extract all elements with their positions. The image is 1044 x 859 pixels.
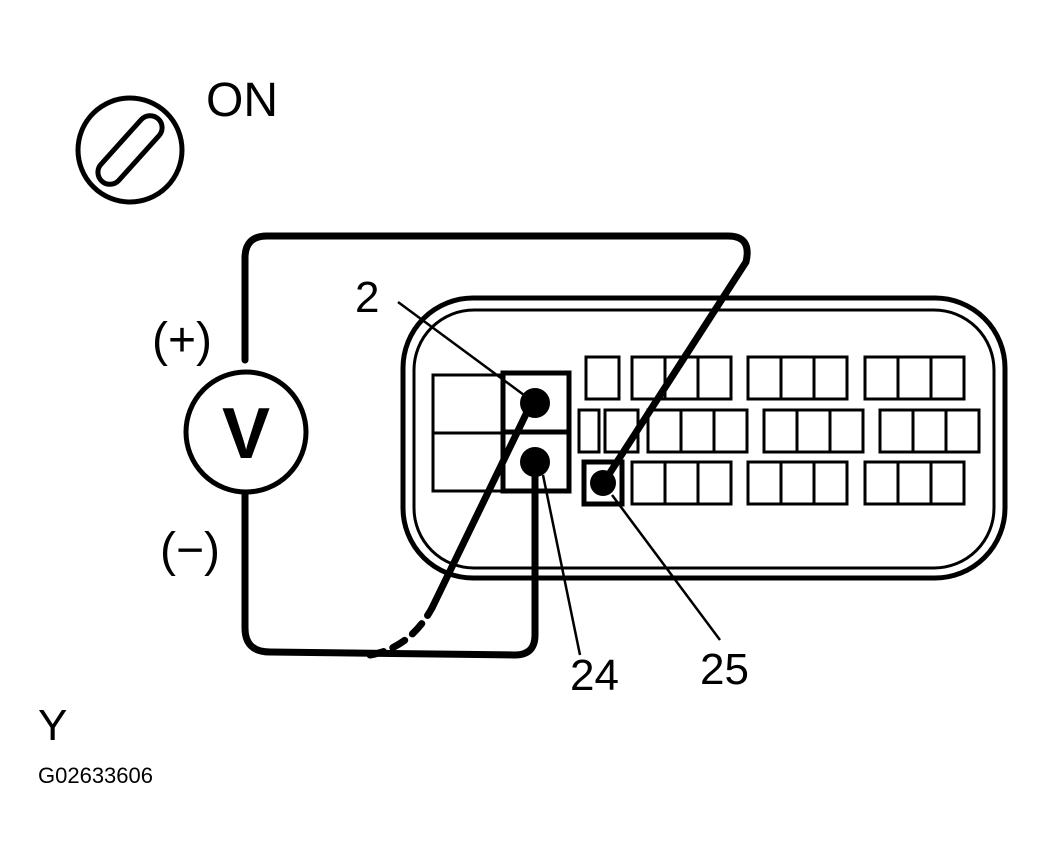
terminal-cell [577, 408, 601, 454]
terminal-cell [746, 460, 783, 506]
terminal-cell [696, 355, 733, 401]
terminal-cell [929, 460, 966, 506]
ignition-key-icon [75, 95, 185, 205]
terminal-cell [828, 408, 865, 454]
terminal-cell [630, 460, 667, 506]
terminal-25-label: 25 [700, 645, 749, 694]
terminal-cell [663, 460, 700, 506]
ground-lead-hidden [366, 604, 436, 659]
connector-housing [400, 295, 1008, 581]
terminal-cell [812, 355, 849, 401]
terminal-cell [911, 408, 948, 454]
terminal-cell [712, 408, 749, 454]
terminal-cell [896, 355, 933, 401]
voltmeter [183, 369, 309, 495]
terminal-cell [762, 408, 799, 454]
terminal-cell [603, 408, 640, 454]
terminal-cell [779, 460, 816, 506]
ground-lead [428, 406, 532, 612]
ignition-state-label: ON [206, 74, 278, 127]
terminal-cell [584, 355, 621, 401]
terminal-2-leader [397, 300, 529, 400]
terminal-cell [944, 408, 981, 454]
terminal-cell [812, 460, 849, 506]
terminal-cell [779, 355, 816, 401]
terminal-2-label: 2 [355, 273, 379, 322]
negative-lead [241, 461, 539, 659]
figure-code: G02633606 [38, 763, 153, 788]
terminal-24-label: 24 [570, 651, 619, 700]
terminal-cell [679, 408, 716, 454]
voltmeter-symbol: V [222, 394, 270, 474]
terminal-cell [696, 460, 733, 506]
terminal-grid-small [577, 355, 981, 506]
connector-name: Y [38, 701, 67, 750]
terminal-cell [878, 408, 915, 454]
terminal-cell [863, 355, 900, 401]
terminal-cell [646, 408, 683, 454]
terminal-cell [795, 408, 832, 454]
positive-label: (+) [152, 314, 212, 367]
terminal-25-leader [610, 494, 722, 641]
terminal-cell [746, 355, 783, 401]
terminal-cell [929, 355, 966, 401]
terminal-cell [896, 460, 933, 506]
positive-lead [241, 232, 751, 486]
terminal-cell [863, 460, 900, 506]
terminal-24-leader [541, 474, 582, 656]
negative-label: (−) [160, 524, 220, 577]
